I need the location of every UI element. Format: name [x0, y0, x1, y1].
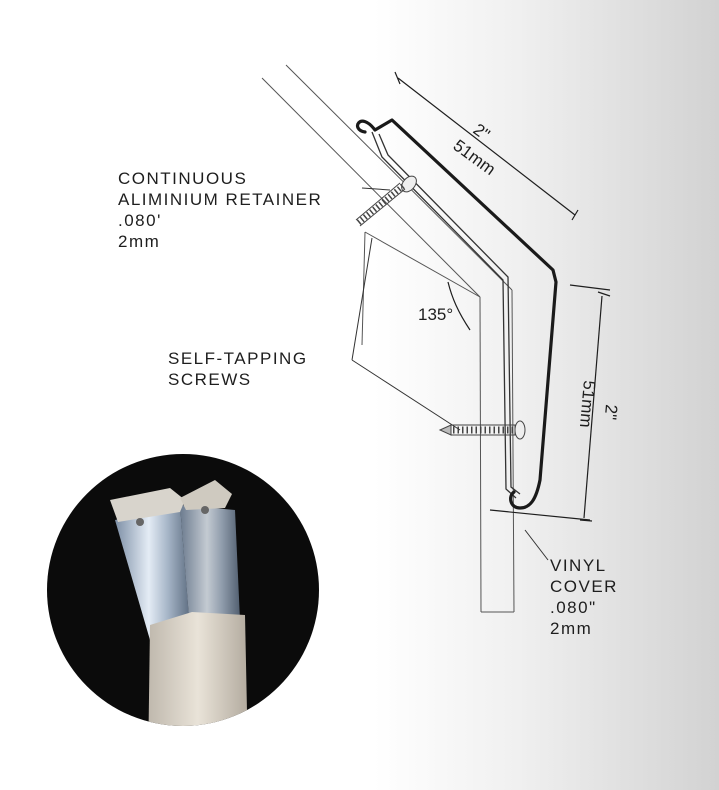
vinyl-label-line-1: VINYL	[550, 556, 607, 575]
vinyl-label-line-4: 2mm	[550, 619, 593, 638]
vinyl-label-line-2: COVER	[550, 577, 618, 596]
vinyl-cover	[356, 118, 558, 510]
side-mm-dimension: 51mm	[576, 380, 599, 429]
leader-lines	[351, 187, 549, 561]
wall-outline	[261, 64, 515, 613]
retainer-label: CONTINUOUS ALIMINIUM RETAINER .080' 2mm	[118, 168, 322, 252]
dimension-lines	[394, 71, 611, 522]
vinyl-label-line-3: .080"	[550, 598, 597, 617]
screws-label-line-1: SELF-TAPPING	[168, 349, 308, 368]
upper-screw	[355, 175, 417, 227]
vinyl-label: VINYL COVER .080" 2mm	[550, 555, 618, 639]
aluminium-retainer	[371, 131, 521, 499]
screws-label-line-2: SCREWS	[168, 370, 252, 389]
retainer-label-line-3: .080'	[118, 211, 162, 230]
top-inches-dimension: 2"	[470, 120, 494, 144]
top-mm-dimension: 51mm	[450, 136, 499, 179]
screws-label: SELF-TAPPING SCREWS	[168, 348, 308, 390]
lower-screw	[438, 420, 526, 440]
side-inches-dimension: 2"	[601, 404, 621, 421]
product-photo	[47, 454, 319, 726]
retainer-label-line-4: 2mm	[118, 232, 161, 251]
retainer-label-line-1: CONTINUOUS	[118, 169, 248, 188]
angle-dimension: 135°	[418, 305, 453, 324]
retainer-label-line-2: ALIMINIUM RETAINER	[118, 190, 323, 209]
